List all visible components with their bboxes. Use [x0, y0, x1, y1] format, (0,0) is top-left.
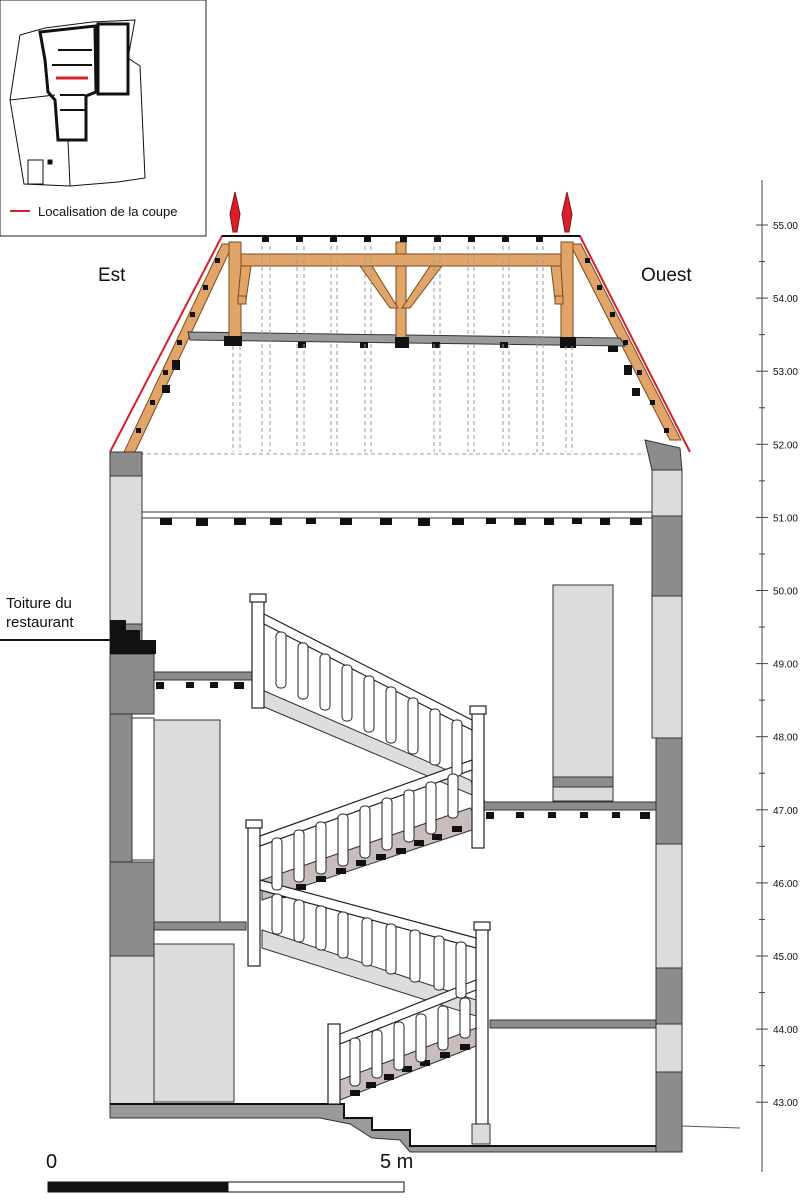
elevation-tick-label: 51.00 [773, 513, 798, 524]
scale-bar: 0 5 m [46, 1151, 413, 1193]
inset-plan [9, 19, 146, 187]
elevation-tick-label: 49.00 [773, 660, 798, 671]
elevation-tick-label: 47.00 [773, 806, 798, 817]
joist-ends-roof [162, 336, 640, 396]
wall-west [644, 439, 683, 1153]
roof-section [109, 191, 691, 455]
elevation-tick-label: 45.00 [773, 952, 798, 963]
legend-label: Localisation de la coupe [38, 204, 178, 219]
balusters-flight-2 [271, 773, 459, 891]
niche-east-upper [153, 719, 221, 923]
purlins-top [262, 236, 543, 242]
niche-east-lower [153, 943, 235, 1103]
elevation-tick-label: 53.00 [773, 367, 798, 378]
newel-posts [245, 593, 491, 1145]
restaurant-roof [0, 620, 156, 654]
chimney-niche [552, 584, 614, 778]
upper-floor [142, 511, 652, 526]
finial-east [229, 191, 241, 233]
wall-east [109, 451, 155, 1105]
elevation-tick-label: 52.00 [773, 440, 798, 451]
handrails [259, 613, 477, 1045]
floor-47 [483, 801, 657, 819]
floor-44 [489, 1019, 657, 1029]
finial-west [561, 191, 573, 233]
elevation-tick-label: 44.00 [773, 1025, 798, 1036]
staircase [245, 593, 491, 1145]
projection-lines [140, 246, 645, 455]
elevation-tick-label: 50.00 [773, 587, 798, 598]
balusters-flight-3 [271, 893, 467, 999]
orientation-west: Ouest [641, 265, 692, 286]
location-inset: Localisation de la coupe [0, 0, 207, 237]
scale-start-label: 0 [46, 1151, 57, 1173]
roof-truss [228, 241, 574, 339]
stair-treads [276, 826, 470, 1096]
inset-frame [0, 0, 207, 237]
elevation-tick-label: 43.00 [773, 1098, 798, 1109]
balusters-flight-1 [275, 631, 463, 777]
elevation-tick-label: 55.00 [773, 221, 798, 232]
floor-49 [153, 671, 253, 689]
scale-end-label: 5 m [380, 1151, 413, 1173]
elevation-tick-label: 54.00 [773, 294, 798, 305]
floor-45 [153, 921, 247, 931]
orientation-east: Est [98, 265, 126, 286]
balusters-flight-4 [349, 997, 471, 1087]
rafter-pegs-west [585, 258, 669, 433]
rafter-east [123, 243, 234, 453]
elevation-tick-label: 48.00 [773, 733, 798, 744]
elevation-scale: 55.00 54.00 53.00 52.00 51.00 50.00 49.00 48.00… [756, 180, 798, 1172]
rafter-pegs-east [136, 258, 220, 433]
annotation-line-1: Toiture du [6, 595, 72, 612]
ground [109, 1103, 741, 1153]
elevation-tick-label: 46.00 [773, 879, 798, 890]
annotation-line-2: restaurant [6, 614, 74, 631]
